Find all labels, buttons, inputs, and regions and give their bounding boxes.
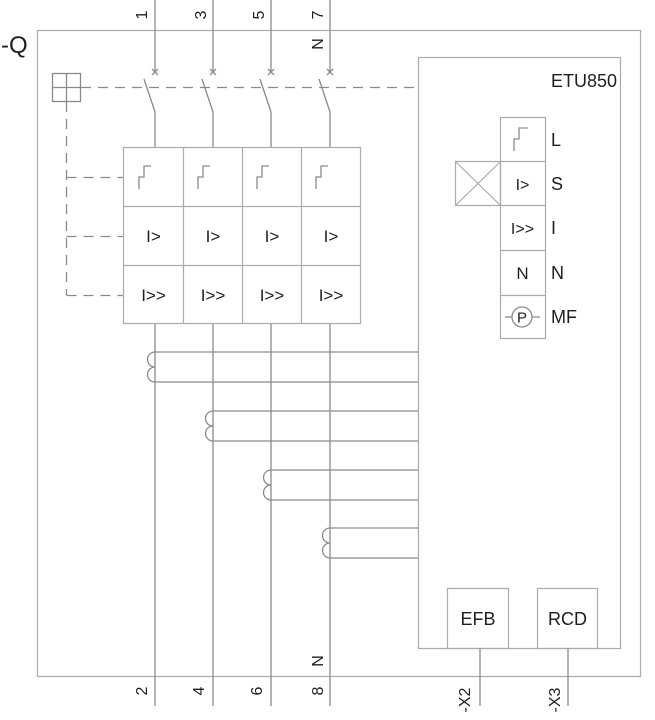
terminal-label-bottom: 8 [310, 686, 327, 695]
short-time-release-label: I> [206, 227, 221, 246]
ct-signal-wires [155, 351, 418, 383]
contact-cross-icon [151, 68, 159, 76]
current-transformer-coil [146, 351, 156, 383]
contact-cross-icon [326, 68, 334, 76]
instantaneous-release-label: I>> [141, 286, 166, 305]
ct-signal-wires [213, 410, 418, 442]
short-time-release-label: I> [146, 227, 161, 246]
thermal-release-icon [138, 165, 151, 189]
function-label-s: S [551, 174, 563, 194]
ct-signal-wires [330, 527, 418, 559]
short-time-release-label: I> [265, 227, 280, 246]
function-symbol-mf: P [517, 310, 527, 327]
breaker-enclosure [36, 29, 642, 678]
terminal-label-top: 7 [310, 10, 327, 19]
mechanism-box-cross [52, 73, 81, 102]
neutral-mark-top: N [310, 38, 327, 50]
terminal-label-top: 5 [251, 10, 268, 19]
contact-cross-icon [209, 68, 217, 76]
neutral-mark-bottom: N [310, 655, 327, 667]
rcd-module: RCD -X3 [536, 587, 599, 712]
pole-1: 1 2 [134, 0, 418, 706]
efb-module: EFB -X2 [446, 587, 510, 712]
contact-blade [201, 78, 214, 113]
current-transformer-coil [321, 527, 331, 559]
short-time-release-label: I> [324, 227, 339, 246]
trip-unit-name: ETU850 [551, 71, 617, 91]
instantaneous-release-label: I>> [201, 286, 226, 305]
release-block-grid [123, 147, 361, 324]
terminal-label-bottom: 2 [134, 686, 151, 695]
efb-label: EFB [460, 609, 495, 629]
terminal-label-bottom: 4 [191, 686, 208, 695]
function-label-l: L [551, 130, 561, 150]
terminal-label-top: 3 [193, 10, 210, 19]
overcurrent-release-block: I> I> I> I> I>> I>> I>> I>> [122, 146, 362, 325]
efb-terminal-label: -X2 [457, 687, 474, 712]
rcd-label: RCD [548, 609, 587, 629]
terminal-label-top: 1 [134, 10, 151, 19]
circled-p-icon: P [505, 306, 540, 328]
function-symbol-n: N [516, 264, 528, 283]
pole-3: 5 6 [249, 0, 418, 706]
terminal-label-bottom: 6 [249, 686, 266, 695]
current-transformer-coil [262, 469, 272, 501]
contact-blade [143, 78, 156, 113]
thermal-release-icon [315, 165, 328, 189]
mechanical-linkage-releases [65, 102, 123, 297]
thermal-release-icon [513, 127, 528, 151]
thermal-release-icon [256, 165, 269, 189]
ct-signal-wires [271, 469, 418, 501]
crossed-box-icon [454, 160, 502, 207]
contact-blade [318, 78, 331, 113]
rcd-terminal-label: -X3 [547, 687, 564, 712]
pole-4-neutral: 7 N N 8 [310, 0, 418, 706]
function-label-mf: MF [551, 307, 577, 327]
function-label-i: I [551, 218, 556, 238]
contact-cross-icon [267, 68, 275, 76]
thermal-release-icon [197, 165, 210, 189]
function-symbol-s: I> [516, 177, 530, 194]
instantaneous-release-label: I>> [319, 286, 344, 305]
current-transformer-coil [204, 410, 214, 442]
device-designation: -Q [1, 32, 28, 59]
crossed-box [454, 160, 502, 207]
function-symbol-i: I>> [511, 221, 534, 238]
function-table [499, 116, 547, 340]
circled-p-ring [511, 306, 533, 328]
efb-box [446, 587, 510, 650]
grid-square-icon [51, 72, 82, 103]
pole-2: 3 4 [191, 0, 418, 706]
function-label-n: N [551, 263, 564, 283]
electronic-trip-unit: ETU850 L I> S I>> I N N P MF EFB -X2 [417, 56, 622, 712]
contact-blade [259, 78, 272, 113]
instantaneous-release-label: I>> [260, 286, 285, 305]
function-table-rows [500, 160, 546, 297]
trip-unit-box [417, 56, 622, 650]
crossed-box-diagonals [455, 161, 501, 206]
